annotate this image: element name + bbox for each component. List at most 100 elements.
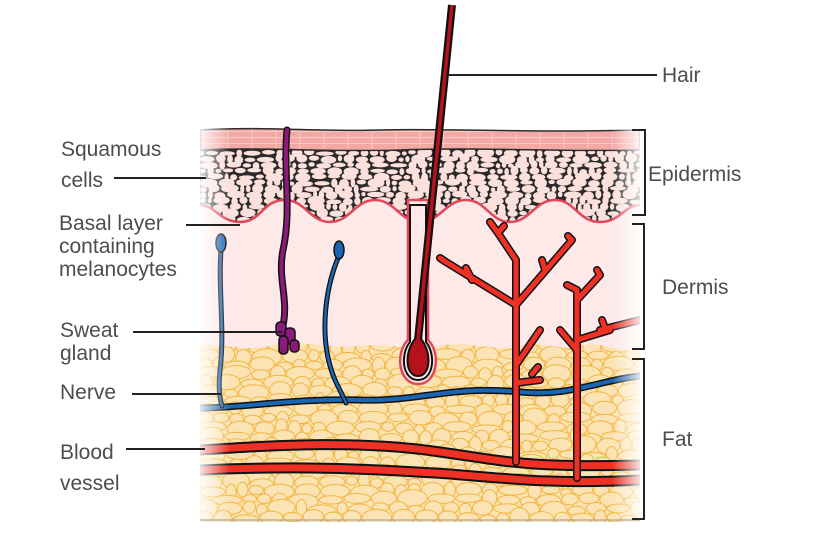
fat-cell [547,448,560,460]
squamous-cell [477,184,490,193]
squamous-cell [230,174,238,181]
squamous-cell [469,173,486,182]
squamous-cell [557,185,567,193]
squamous-cell [469,179,487,186]
squamous-cell [591,202,599,212]
fat-cell [481,439,500,451]
squamous-cell [567,166,572,176]
squamous-cell [582,191,594,201]
squamous-cell [524,192,532,199]
fat-cell [593,509,607,522]
squamous-cell [602,184,609,193]
squamous-cell [588,180,600,188]
squamous-cell [539,160,544,168]
squamous-cell [557,191,563,198]
fat-cell [415,509,438,522]
fat-cell [636,460,640,471]
squamous-cell [556,178,571,186]
squamous-cell [367,191,385,198]
sweat-line-2: gland [60,342,112,365]
squamous-cell [608,156,614,163]
squamous-cell [398,183,416,193]
sweat-gland [275,126,300,355]
squamous-cell [256,156,275,163]
fat-cell [498,484,528,496]
squamous-cell [338,190,354,199]
fat-cell [437,510,458,522]
fat-cell [536,421,567,433]
squamous-cell [360,186,379,192]
fat-cell [521,439,533,453]
squamous-cell [255,174,264,179]
squamous-cell [519,172,531,182]
squamous-cell [503,179,519,188]
basal-layer-label: Basal layer containing melanocytes [59,212,177,281]
squamous-cell [407,190,424,200]
squamous-cell [459,153,470,163]
squamous-cell [489,169,496,174]
squamous-cell [466,161,479,171]
squamous-cell [390,163,408,168]
squamous-cell [338,202,347,212]
fat-cell [644,503,664,517]
squamous-cell [475,167,489,173]
squamous-cell [595,190,602,199]
squamous-cell [439,148,451,158]
fat-cell [345,475,359,486]
fat-cell [532,440,549,452]
squamous-cell [468,190,479,198]
fat-cell [343,492,371,504]
squamous-cell [358,173,373,180]
squamous-cell [354,192,360,199]
squamous-cell [327,167,343,177]
fat-cell [302,509,325,522]
squamous-cell [370,168,385,173]
squamous-cell [529,167,540,175]
fat-cell [457,512,480,522]
fat-cell [251,369,271,381]
blood-line-1: Blood [60,441,114,464]
squamous-cell [337,155,343,162]
squamous-cell [456,160,465,171]
squamous-cell [440,156,459,162]
fat-cell [261,412,277,423]
squamous-cell [510,165,519,176]
squamous-cell [234,167,246,174]
dermis-bracket [632,223,645,350]
fat-cell [249,356,275,372]
fat-cell [639,370,640,377]
squamous-cell [385,191,394,198]
squamous-cell [601,177,614,188]
fat-cell [248,484,264,496]
squamous-cell [263,190,276,199]
squamous-cell [559,161,568,168]
squamous-cell [518,202,524,211]
squamous-cell [343,198,353,206]
squamous-cell [240,184,245,194]
fat-cell [259,510,284,522]
squamous-cell [515,160,530,169]
squamous-cell [540,166,548,175]
squamous-cell [274,178,281,186]
squamous-cell [316,163,332,169]
squamous-cell [504,167,509,177]
squamous-cell [546,173,563,180]
squamous-cell [252,162,260,170]
layer-brackets [632,129,646,520]
squamous-cell [310,167,326,175]
squamous-cell [408,149,416,155]
squamous-cell [519,211,528,216]
squamous-cell [247,168,262,173]
squamous-cell [490,187,496,193]
squamous-cell [444,178,461,186]
fat-cell [307,349,320,362]
squamous-cell [308,155,320,161]
squamous-cell [238,175,255,180]
fat-cell [408,410,433,426]
squamous-cell [243,150,261,156]
squamous-cell [295,172,311,183]
squamous-cell [361,191,366,197]
fat-cell [386,386,403,397]
squamous-cell [417,184,432,193]
